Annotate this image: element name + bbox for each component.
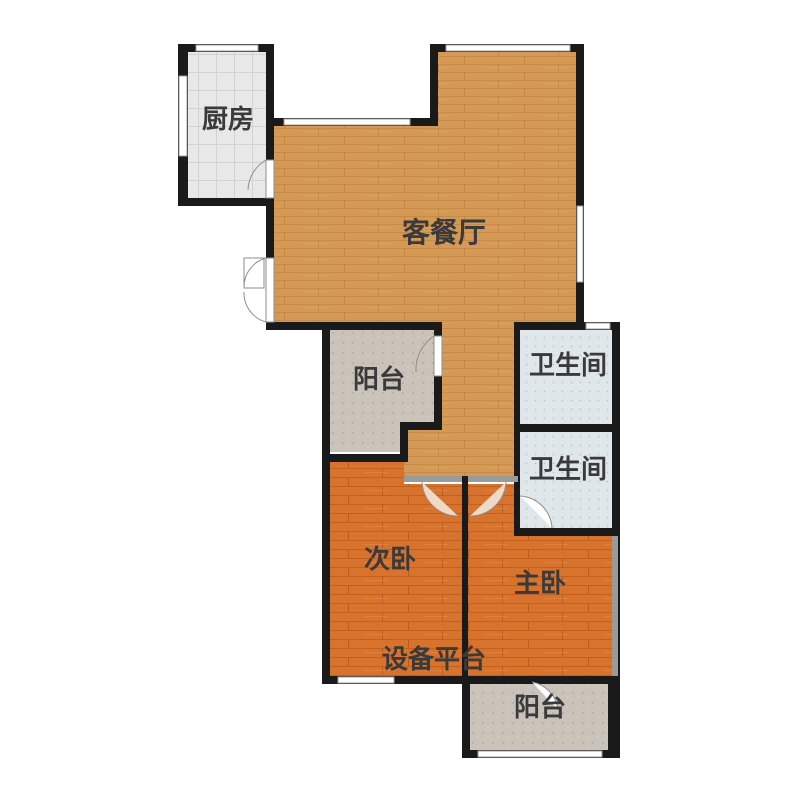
label-balcony-south: 阳台 [514, 692, 566, 723]
label-living-dining: 客餐厅 [402, 216, 486, 249]
label-equipment-platform: 设备平台 [382, 644, 486, 675]
label-kitchen: 厨房 [202, 105, 254, 135]
balcony-north-floor [330, 330, 436, 452]
label-bathroom-2: 卫生间 [529, 455, 607, 485]
label-balcony-north: 阳台 [353, 364, 405, 395]
master-bedroom-floor [468, 484, 614, 676]
windows [178, 44, 611, 758]
partitions [404, 476, 618, 676]
living-dining-floor [272, 50, 578, 476]
bathroom-2-floor [520, 432, 612, 528]
label-bathroom-1: 卫生间 [529, 351, 607, 381]
label-second-bedroom: 次卧 [364, 545, 416, 575]
second-bedroom-floor [330, 462, 462, 676]
balcony-south-floor [468, 682, 614, 750]
label-master-bedroom: 主卧 [514, 569, 566, 599]
doors [243, 159, 559, 711]
bathroom-1-floor [520, 330, 612, 424]
